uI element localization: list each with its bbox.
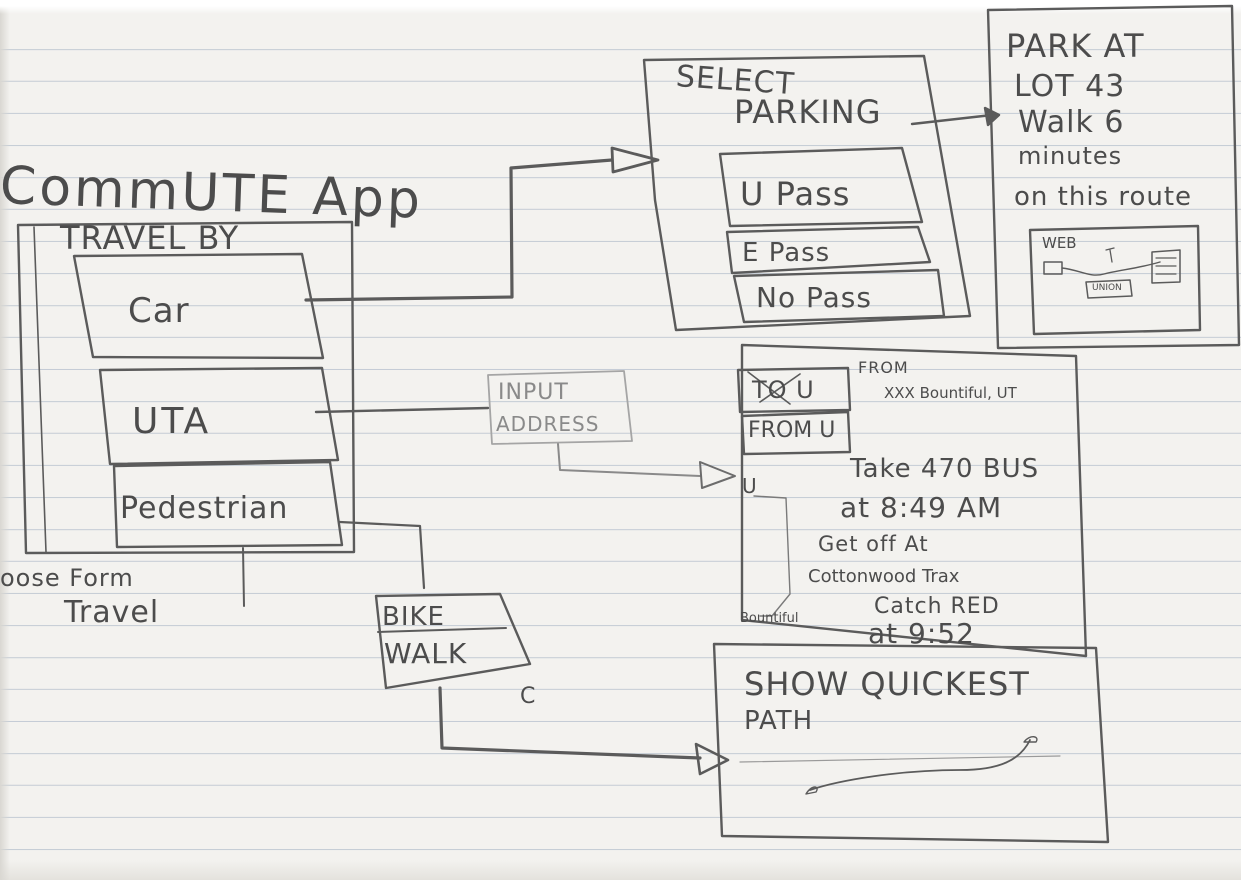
transit-step-4: Cottonwood Trax <box>808 568 959 586</box>
from-u-label[interactable]: FROM U <box>748 420 835 442</box>
car-option-label[interactable]: Car <box>128 294 190 328</box>
transit-step-3: Get off At <box>818 534 929 555</box>
transit-step-1: Take 470 BUS <box>850 456 1039 482</box>
lot-line: LOT 43 <box>1014 72 1125 102</box>
walk-line: Walk 6 <box>1018 108 1124 138</box>
route-start-label: U <box>742 476 758 496</box>
from-label: FROM <box>858 360 909 376</box>
quickest-path-line <box>810 740 1030 790</box>
to-u-label[interactable]: TO U <box>752 378 815 402</box>
map-union-label: UNION <box>1092 284 1122 293</box>
route-line-text: on this route <box>1014 184 1192 210</box>
no-pass-label[interactable]: No Pass <box>756 284 872 312</box>
u-pass-label[interactable]: U Pass <box>740 178 850 210</box>
bike-option[interactable]: BIKE <box>382 604 445 630</box>
parking-heading-line2: PARKING <box>734 96 882 128</box>
transit-step-5: Catch RED <box>874 596 1000 618</box>
quickest-heading-line2: PATH <box>744 708 813 734</box>
app-title: CommUTE App <box>0 160 424 227</box>
transit-step-2: at 8:49 AM <box>840 494 1002 522</box>
e-pass-label[interactable]: E Pass <box>742 240 830 266</box>
travel-by-heading: TRAVEL BY <box>60 222 239 254</box>
minutes-line: minutes <box>1018 144 1122 168</box>
walk-to-quickest-arrow <box>440 688 700 758</box>
quickest-heading-line1: SHOW QUICKEST <box>744 668 1030 700</box>
walk-option[interactable]: WALK <box>384 640 467 668</box>
input-address-line1: INPUT <box>498 382 569 404</box>
route-end-label: Bountiful <box>740 612 799 625</box>
parking-to-result-arrow <box>912 115 992 124</box>
car-option-box[interactable] <box>74 254 323 358</box>
choose-form-caption: oose Form <box>0 566 134 590</box>
from-value: XXX Bountiful, UT <box>884 386 1017 401</box>
travel-caption: Travel <box>64 598 159 628</box>
route-line <box>754 496 790 616</box>
input-address-line2: ADDRESS <box>496 414 599 434</box>
uta-to-address-line <box>316 408 488 412</box>
transit-step-6: at 9:52 <box>868 620 975 648</box>
pedestrian-option-label[interactable]: Pedestrian <box>120 494 288 524</box>
address-to-transit-arrow <box>558 444 700 476</box>
uta-option-label[interactable]: UTA <box>132 404 211 440</box>
pedestrian-to-bike-line <box>340 522 424 588</box>
pencil-mark: C <box>520 686 536 708</box>
park-at-line: PARK AT <box>1006 30 1144 62</box>
map-web-label: WEB <box>1042 236 1077 251</box>
